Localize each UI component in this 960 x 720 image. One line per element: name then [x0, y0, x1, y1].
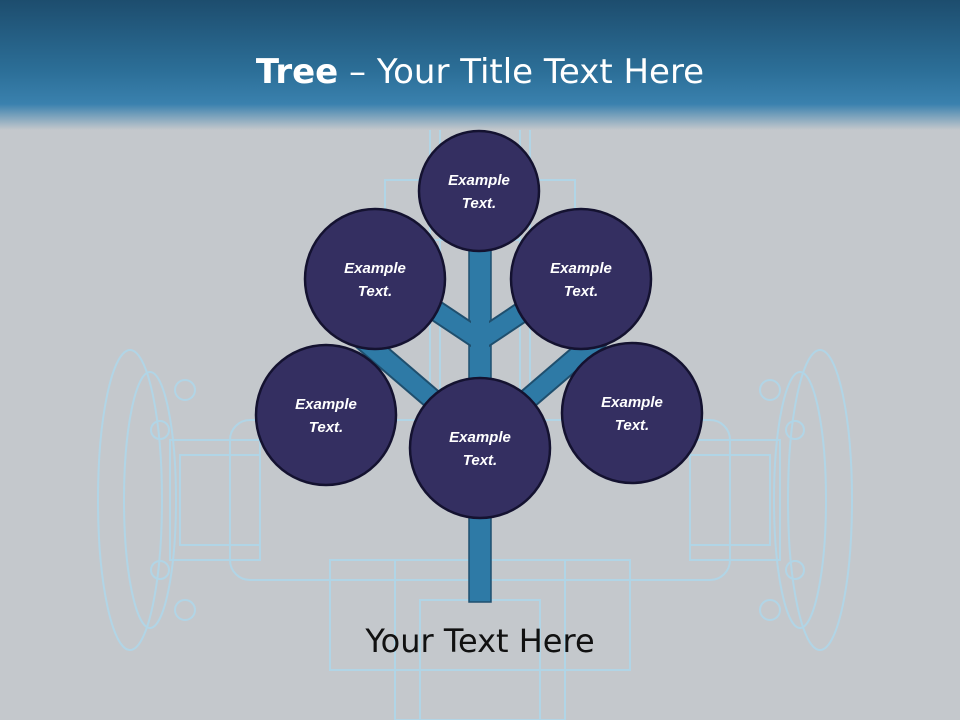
node-upper-left-line1: Example	[344, 260, 406, 277]
footer-text: Your Text Here	[365, 622, 595, 660]
tree-node-top[interactable]: Example Text.	[417, 129, 541, 253]
node-lower-right-line2: Text.	[615, 417, 649, 434]
node-center-line2: Text.	[463, 452, 497, 469]
node-center-line1: Example	[449, 429, 511, 446]
title-bold: Tree	[255, 52, 339, 92]
slide-title: Tree – Your Title Text Here	[0, 52, 960, 92]
tree-node-center[interactable]: Example Text.	[408, 376, 552, 520]
tree-node-lower-left[interactable]: Example Text.	[254, 343, 398, 487]
node-lower-left-line2: Text.	[309, 419, 343, 436]
node-top-line2: Text.	[462, 195, 496, 212]
node-lower-left-line1: Example	[295, 396, 357, 413]
tree-node-upper-right[interactable]: Example Text.	[509, 207, 653, 351]
header-band	[0, 0, 960, 130]
title-rest: – Your Title Text Here	[338, 52, 705, 92]
tree-node-lower-right[interactable]: Example Text.	[560, 341, 704, 485]
node-upper-right-line1: Example	[550, 260, 612, 277]
node-upper-right-line2: Text.	[564, 283, 598, 300]
node-lower-right-line1: Example	[601, 394, 663, 411]
node-upper-left-line2: Text.	[358, 283, 392, 300]
node-top-line1: Example	[448, 172, 510, 189]
tree-node-upper-left[interactable]: Example Text.	[303, 207, 447, 351]
